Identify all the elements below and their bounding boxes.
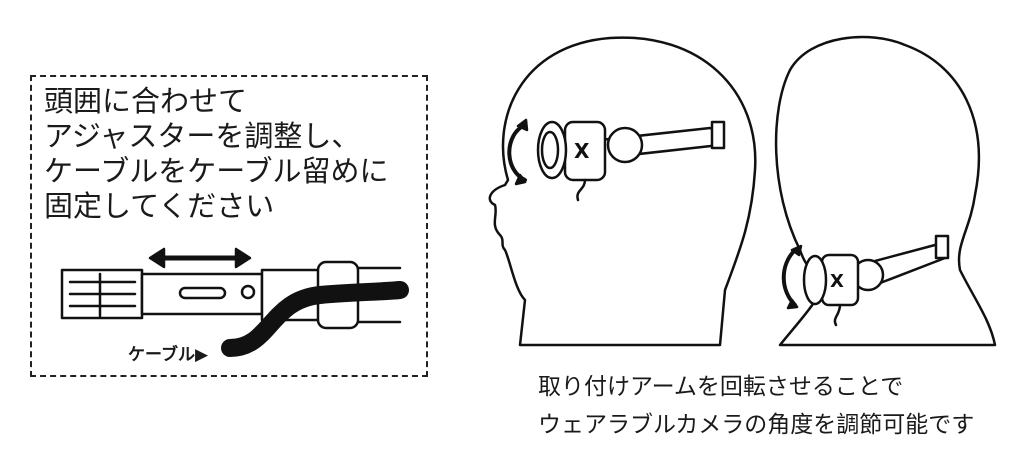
instruction-panel — [30, 75, 428, 377]
instruction-text: 頭囲に合わせてアジャスターを調整し、ケーブルをケーブル留めに固定してください — [44, 84, 389, 224]
head-front-view: X — [488, 36, 757, 347]
caption-line: 取り付けアームを回転させることで — [538, 374, 904, 400]
instruction-line: アジャスターを調整し、 — [44, 119, 361, 153]
instruction-line: ケーブルをケーブル留めに — [44, 154, 389, 188]
adjuster-illustration — [60, 247, 409, 357]
camera-logo: X — [574, 139, 590, 163]
instruction-line: 頭囲に合わせて — [44, 84, 248, 118]
cable-label: ケーブル▶ — [128, 345, 209, 365]
head-neck-view: X — [774, 35, 997, 347]
instruction-line: 固定してください — [44, 189, 275, 223]
camera-logo: X — [830, 271, 844, 292]
caption-line: ウェアラブルカメラの角度を調節可能です — [538, 412, 975, 438]
caption: 取り付けアームを回転させることでウェアラブルカメラの角度を調節可能です — [538, 368, 974, 444]
double-arrow-icon — [148, 247, 252, 269]
